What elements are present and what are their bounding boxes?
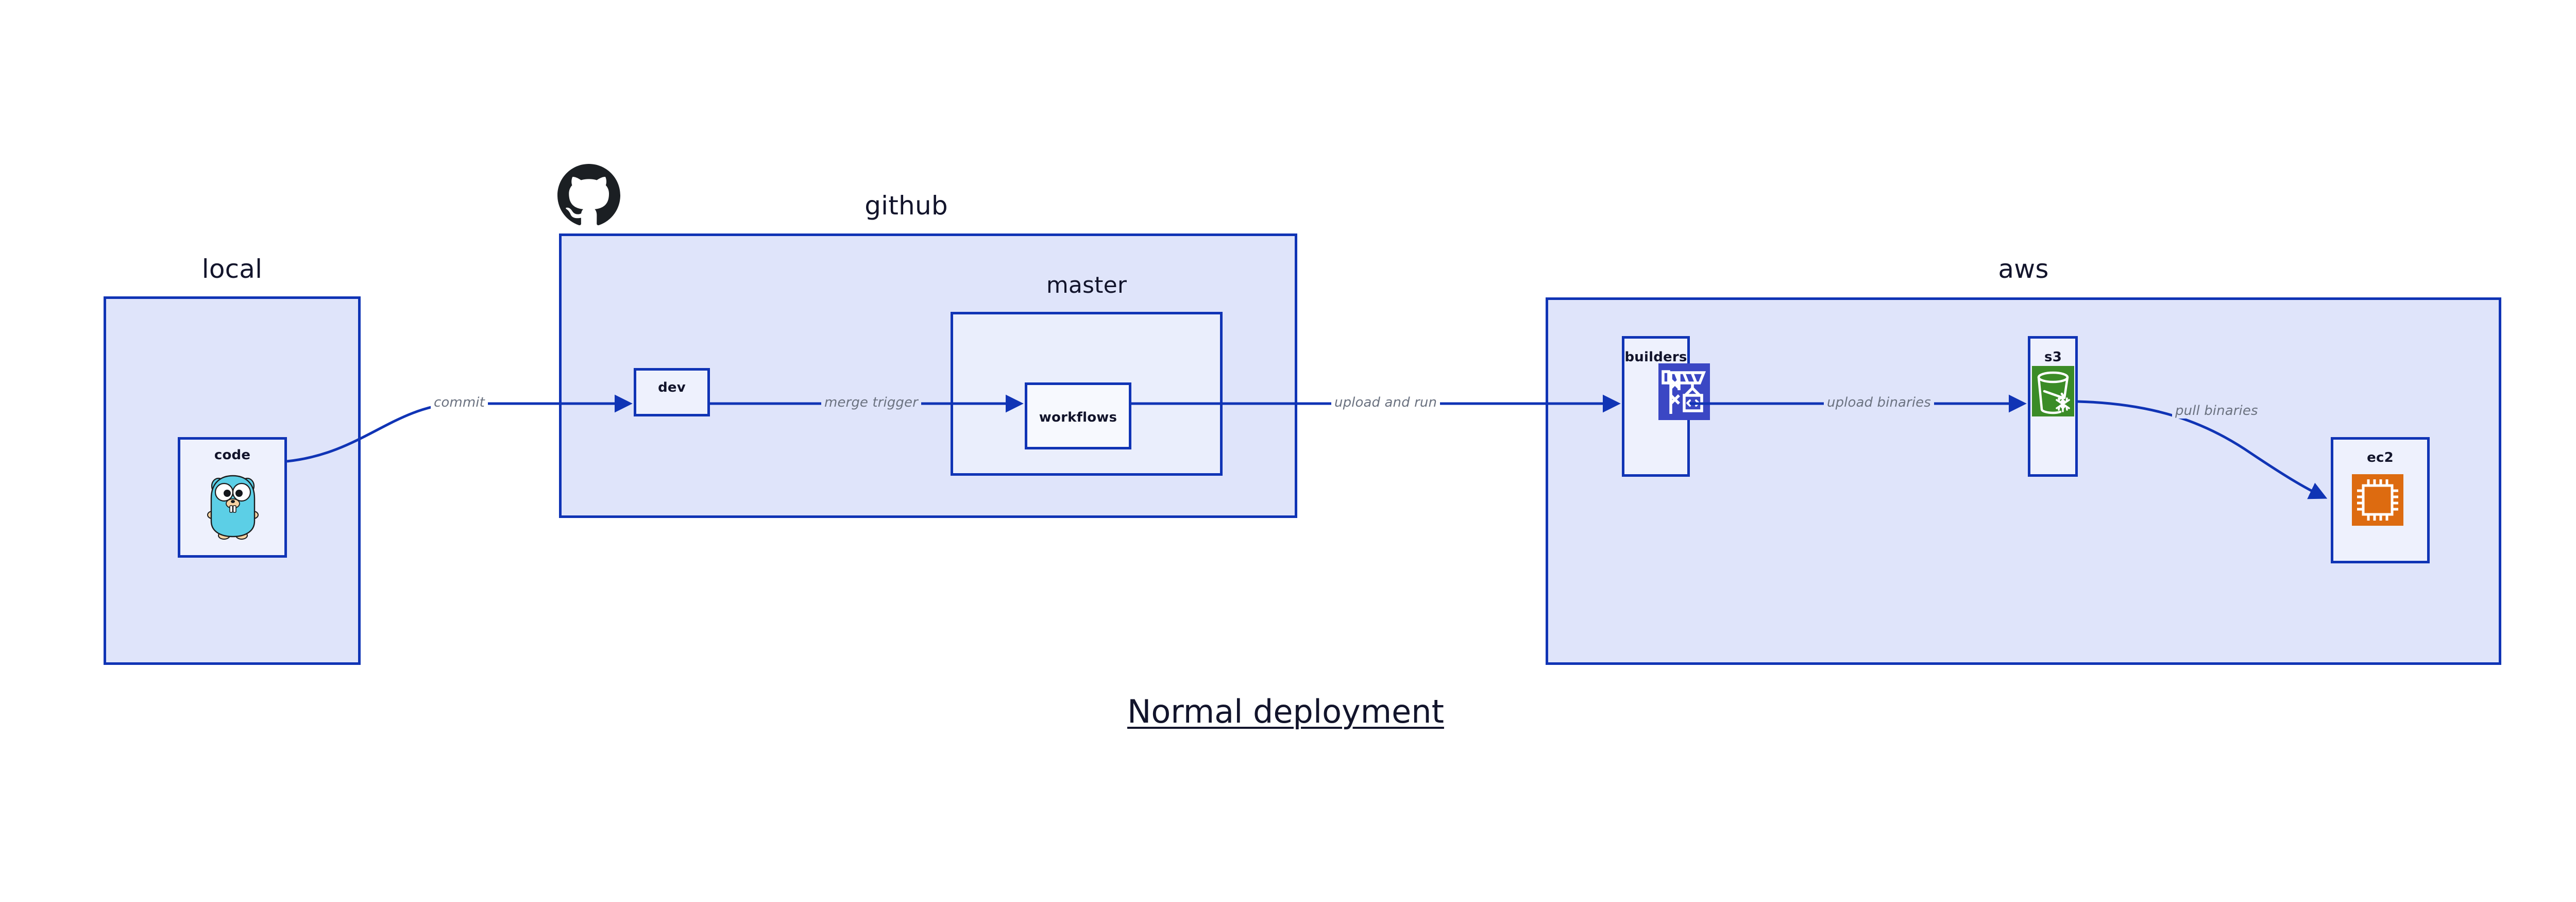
node-label-ec2: ec2 bbox=[2367, 450, 2394, 465]
node-dev[interactable] bbox=[634, 368, 710, 416]
group-label-master: master bbox=[1046, 272, 1127, 298]
edge-label-commit: commit bbox=[431, 395, 488, 410]
group-label-github: github bbox=[865, 191, 948, 221]
group-label-local: local bbox=[201, 254, 263, 284]
group-label-aws: aws bbox=[1998, 254, 2049, 284]
edge-label-merge-trigger: merge trigger bbox=[821, 395, 921, 410]
go-gopher-icon bbox=[207, 475, 259, 540]
aws-ec2-chip-icon bbox=[2352, 474, 2403, 526]
edge-label-upload-and-run: upload and run bbox=[1331, 395, 1440, 410]
node-label-code: code bbox=[214, 447, 251, 463]
edge-label-pull-binaries: pull binaries bbox=[2172, 403, 2261, 419]
node-label-dev: dev bbox=[658, 380, 686, 395]
node-workflows[interactable] bbox=[1025, 382, 1131, 449]
github-octocat-icon bbox=[557, 164, 620, 225]
aws-s3-bucket-icon bbox=[2032, 366, 2074, 416]
node-label-s3: s3 bbox=[2044, 349, 2062, 365]
edge-label-upload-binaries: upload binaries bbox=[1824, 395, 1934, 410]
node-label-builders: builders bbox=[1624, 349, 1687, 365]
page-title: Normal deployment bbox=[1127, 693, 1444, 730]
aws-codebuild-crane-icon bbox=[1658, 363, 1710, 420]
node-label-workflows: workflows bbox=[1039, 410, 1117, 425]
